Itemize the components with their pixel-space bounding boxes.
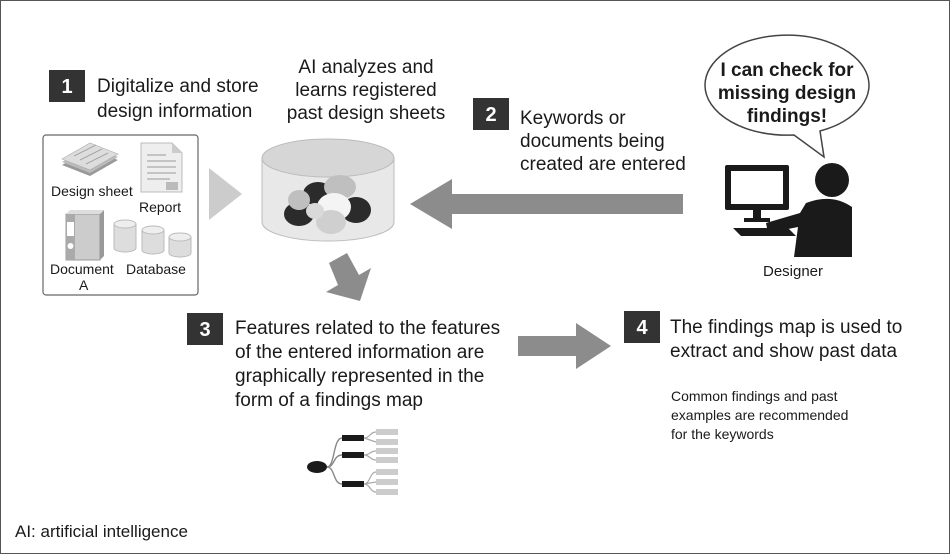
step-4-line-1: The findings map is used to bbox=[670, 317, 902, 338]
speech-bubble-line-1: I can check for bbox=[720, 60, 854, 81]
step-2-number: 2 bbox=[485, 104, 496, 126]
ai-database-icon bbox=[261, 138, 395, 242]
database-label: Database bbox=[126, 261, 186, 277]
step-2: 2 Keywords or documents being created ar… bbox=[473, 98, 686, 175]
recommendation-line-3: for the keywords bbox=[671, 426, 774, 442]
step-1-number: 1 bbox=[61, 76, 72, 98]
step-1: 1 Digitalize and store design informatio… bbox=[49, 70, 259, 122]
step-3-number: 3 bbox=[199, 319, 210, 341]
step-2-line-3: created are entered bbox=[520, 154, 686, 175]
arrow-to-step-3-icon bbox=[326, 253, 371, 301]
speech-bubble-shape bbox=[704, 34, 870, 159]
input-documents-panel: Design sheet Report Document A bbox=[42, 134, 199, 296]
report-icon bbox=[140, 142, 183, 193]
step-4: 4 The findings map is used to extract an… bbox=[624, 311, 902, 362]
step-3-line-3: graphically represented in the bbox=[235, 366, 484, 387]
step-1-line-2: design information bbox=[97, 101, 252, 122]
designer-label: Designer bbox=[763, 263, 823, 280]
arrow-to-ai-from-designer-icon bbox=[410, 179, 683, 229]
step-1-line-1: Digitalize and store bbox=[97, 76, 259, 97]
recommendation-line-1: Common findings and past bbox=[671, 388, 838, 404]
document-a-icon bbox=[65, 210, 104, 261]
step-4-line-2: extract and show past data bbox=[670, 341, 898, 362]
arrow-to-step-4-icon bbox=[518, 323, 611, 369]
recommendation-line-2: examples are recommended bbox=[671, 407, 848, 423]
database-icon bbox=[113, 219, 192, 258]
design-sheet-label: Design sheet bbox=[51, 183, 133, 199]
step-2-badge bbox=[473, 98, 509, 130]
ai-label-line-1: AI analyzes and bbox=[298, 57, 433, 78]
ai-label-line-3: past design sheets bbox=[287, 103, 445, 124]
design-sheet-icon bbox=[61, 142, 119, 176]
footnote: AI: artificial intelligence bbox=[15, 522, 188, 541]
ai-section: AI analyzes and learns registered past d… bbox=[261, 57, 445, 242]
findings-map-icon bbox=[307, 429, 398, 495]
step-3-badge bbox=[187, 313, 223, 345]
document-label-line-2: A bbox=[79, 277, 89, 293]
recommendation-note: Common findings and past examples are re… bbox=[671, 388, 848, 442]
step-3: 3 Features related to the features of th… bbox=[187, 313, 500, 411]
step-2-line-2: documents being bbox=[520, 131, 665, 152]
step-3-line-1: Features related to the features bbox=[235, 318, 500, 339]
arrow-to-ai-icon bbox=[209, 168, 242, 220]
report-label: Report bbox=[139, 199, 181, 215]
ai-label-line-2: learns registered bbox=[295, 80, 437, 101]
step-2-line-1: Keywords or bbox=[520, 108, 626, 129]
speech-bubble: I can check for missing design findings! bbox=[704, 34, 870, 159]
speech-bubble-line-3: findings! bbox=[747, 106, 827, 127]
document-label-line-1: Document bbox=[50, 261, 114, 277]
step-4-number: 4 bbox=[636, 317, 648, 339]
designer-figure-icon bbox=[725, 163, 852, 257]
step-1-badge bbox=[49, 70, 85, 102]
speech-bubble-line-2: missing design bbox=[718, 83, 856, 104]
step-3-line-2: of the entered information are bbox=[235, 342, 484, 363]
step-4-badge bbox=[624, 311, 660, 343]
step-3-line-4: form of a findings map bbox=[235, 390, 423, 411]
